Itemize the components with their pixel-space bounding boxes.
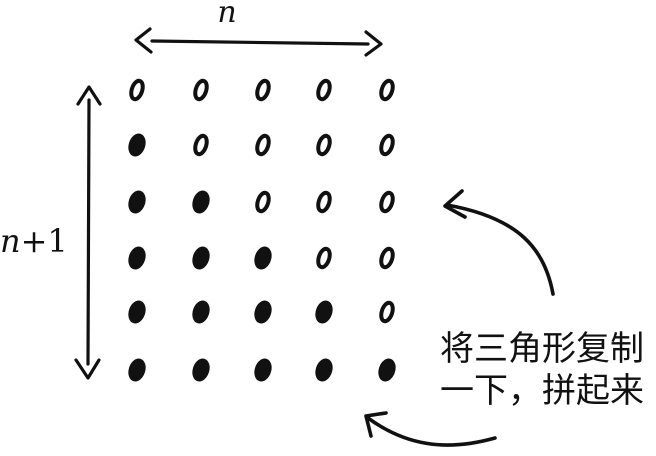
dot-filled [192, 358, 210, 382]
dot-filled [128, 300, 146, 324]
curved-arrow-upper-head [443, 189, 467, 219]
dot-hollow [193, 78, 209, 102]
width-arrow [134, 27, 383, 57]
dot-filled [128, 190, 146, 214]
height-arrow [74, 85, 102, 380]
dot-filled [128, 246, 146, 270]
dot-hollow [316, 133, 332, 157]
dot-hollow [193, 133, 209, 157]
dot-hollow [255, 78, 271, 102]
dot-hollow [255, 190, 271, 214]
curved-arrow-lower [366, 416, 497, 447]
dot-hollow [316, 78, 332, 102]
dot-hollow [129, 78, 145, 102]
dot-hollow [379, 133, 395, 157]
caption-line-1: 将三角形复制 [440, 329, 644, 369]
dot-hollow [316, 190, 332, 214]
caption-line-2: 一下，拼起来 [440, 371, 644, 411]
dot-filled [128, 133, 146, 157]
dot-filled [192, 190, 210, 214]
dot-filled [254, 300, 272, 324]
dot-hollow [379, 246, 395, 270]
height-label-var: n [0, 222, 21, 260]
dot-filled [315, 300, 333, 324]
dot-filled [192, 300, 210, 324]
height-label-rest: +1 [21, 222, 68, 260]
dot-hollow [316, 246, 332, 270]
dot-hollow [255, 133, 271, 157]
dot-filled [254, 358, 272, 382]
dot-filled [128, 358, 146, 382]
dot-filled [315, 358, 333, 382]
dot-hollow [379, 78, 395, 102]
dot-filled [192, 246, 210, 270]
curved-arrow-lower-head [364, 411, 388, 438]
width-label: n [217, 0, 236, 30]
height-label: n+1 [0, 222, 68, 260]
curved-arrow-upper [445, 203, 555, 296]
dot-filled [378, 358, 396, 382]
dot-filled [254, 246, 272, 270]
dot-hollow [379, 300, 395, 324]
dot-grid [128, 78, 396, 382]
dot-hollow [379, 190, 395, 214]
